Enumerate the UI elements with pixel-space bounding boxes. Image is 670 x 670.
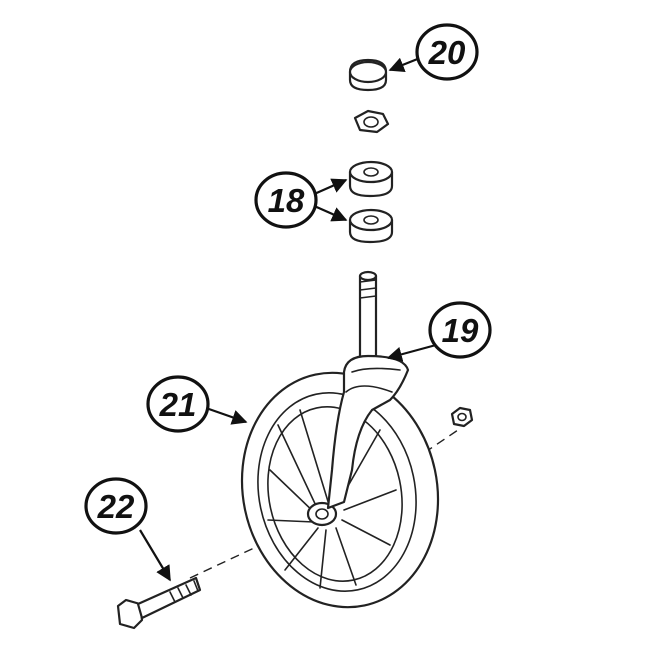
leader-18-lower [311, 203, 348, 222]
callout-20-label: 20 [428, 34, 466, 71]
spacer-upper [348, 160, 394, 198]
callout-19-label: 19 [442, 312, 479, 349]
caster-fork [326, 270, 410, 510]
axle-bolt [116, 576, 202, 630]
callout-19: 19 [428, 301, 492, 359]
leader-20 [388, 56, 421, 73]
hex-nut [353, 109, 390, 134]
leader-22 [139, 529, 171, 582]
callout-20: 20 [415, 23, 479, 81]
leader-19 [386, 343, 437, 362]
leader-21 [205, 406, 248, 425]
wheel-spokes [267, 409, 397, 589]
callout-18: 18 [254, 171, 318, 229]
cap [348, 58, 388, 92]
spacer-lower [348, 208, 394, 244]
callout-21: 21 [146, 375, 210, 433]
leader-18-upper [311, 178, 348, 197]
callout-22: 22 [84, 477, 148, 535]
axle-nut [450, 406, 474, 428]
callout-18-label: 18 [268, 182, 305, 219]
callout-22-label: 22 [97, 488, 135, 525]
callout-21-label: 21 [159, 386, 197, 423]
